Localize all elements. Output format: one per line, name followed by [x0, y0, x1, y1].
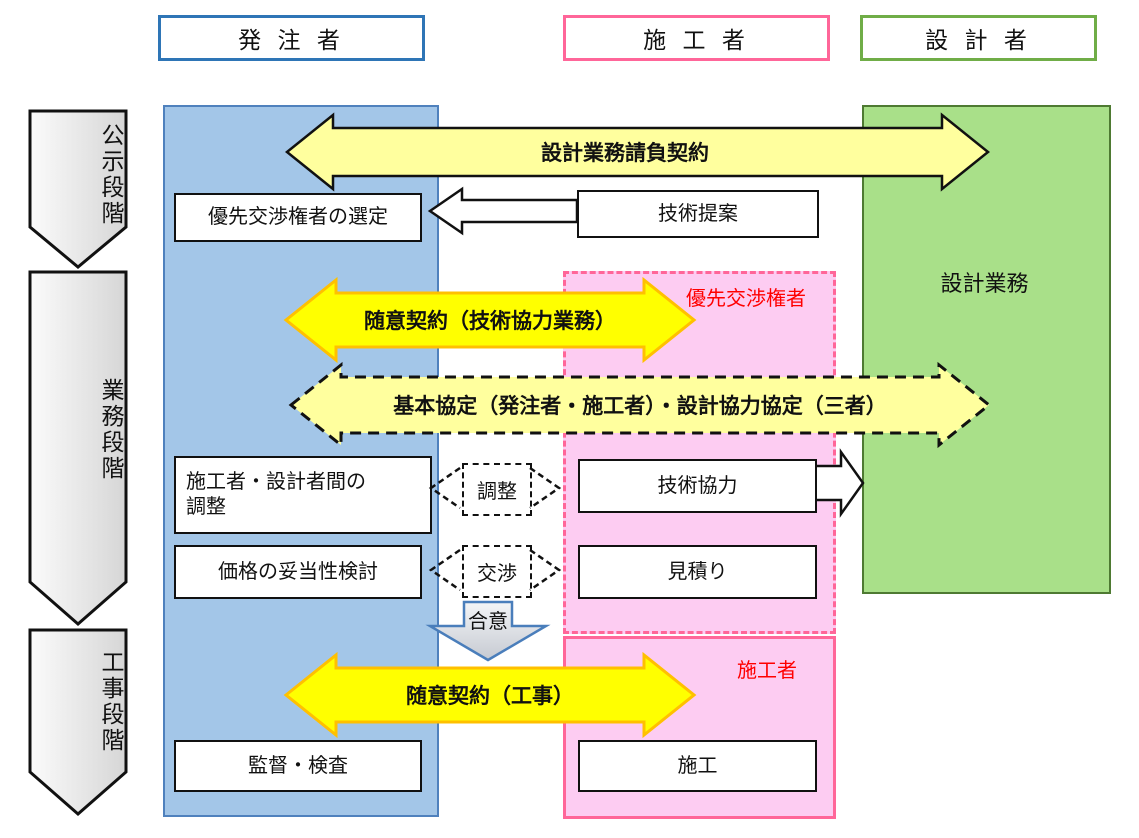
negotiated-construction-arrow-label: 随意契約（工事）: [406, 684, 574, 708]
adjustment-left-arrow-shape: [428, 466, 461, 510]
negotiation-left-arrow-shape: [428, 548, 461, 592]
cooperation-arrow-shape: [811, 448, 865, 518]
coordination-box-text: 施工者・設計者間の調整: [186, 471, 366, 518]
negotiated-tech-arrow-label: 随意契約（技術協力業務）: [364, 309, 616, 333]
negotiation-connector-box: 交渉: [462, 545, 532, 598]
supervision-box: 監督・検査: [174, 740, 422, 792]
basic-agreement-arrow-shape: [288, 361, 992, 449]
cooperation-arrow: [811, 448, 865, 518]
designer-work-label: 設計業務: [940, 271, 1029, 296]
basic-agreement-arrow-label: 基本協定（発注者・施工者）・設計協力協定（三者）: [393, 394, 887, 418]
header-client: 発 注 者: [158, 15, 425, 61]
proposal-arrow-shape: [427, 186, 579, 236]
estimate-box: 見積り: [578, 545, 817, 599]
adjustment-left-arrow: [428, 466, 461, 510]
stage-label-work: 業務段階: [98, 378, 124, 482]
design-contract-arrow-shape: [285, 112, 990, 192]
proposal-box: 技術提案: [577, 190, 819, 238]
stage-label-construction: 工事段階: [98, 650, 124, 754]
design-contract-arrow: 設計業務請負契約: [285, 112, 990, 192]
priority-negotiator-label: 優先交渉権者: [686, 288, 806, 310]
negotiated-tech-arrow: 随意契約（技術協力業務）: [283, 276, 697, 364]
agreement-arrow-shape: [425, 600, 551, 662]
header-contractor: 施 工 者: [563, 15, 830, 61]
designer-work-panel: [862, 105, 1111, 594]
stage-pennant-announcement: 公示段階: [28, 109, 128, 269]
adjustment-connector-box: 調整: [462, 463, 532, 516]
contractor-panel-label: 施工者: [737, 660, 797, 682]
coordination-box: 施工者・設計者間の調整: [174, 456, 432, 534]
negotiated-construction-arrow: 随意契約（工事）: [283, 651, 697, 739]
stage-pennant-construction: 工事段階: [28, 628, 128, 816]
negotiated-construction-arrow-shape: [283, 651, 697, 739]
basic-agreement-arrow: 基本協定（発注者・施工者）・設計協力協定（三者）: [288, 361, 992, 449]
header-designer: 設 計 者: [860, 15, 1097, 61]
stage-pennant-shape: [28, 270, 128, 626]
stage-label-announcement: 公示段階: [98, 123, 124, 227]
adjustment-right-arrow: [529, 466, 562, 510]
adjustment-right-arrow-shape: [529, 466, 562, 510]
construction-box: 施工: [578, 740, 817, 792]
negotiation-left-arrow: [428, 548, 461, 592]
negotiated-tech-arrow-shape: [283, 276, 697, 364]
stage-pennant-shape: [28, 628, 128, 816]
tech-cooperation-box: 技術協力: [578, 459, 817, 513]
selection-box: 優先交渉権者の選定: [174, 193, 422, 242]
negotiation-right-arrow: [529, 548, 562, 592]
agreement-arrow-label: 合意: [468, 610, 508, 633]
stage-pennant-work: 業務段階: [28, 270, 128, 626]
negotiation-right-arrow-shape: [529, 548, 562, 592]
proposal-arrow: [427, 186, 579, 236]
design-contract-arrow-label: 設計業務請負契約: [541, 141, 709, 165]
agreement-arrow: 合意: [425, 600, 551, 662]
price-review-box: 価格の妥当性検討: [174, 545, 422, 599]
stage-pennant-shape: [28, 109, 128, 269]
